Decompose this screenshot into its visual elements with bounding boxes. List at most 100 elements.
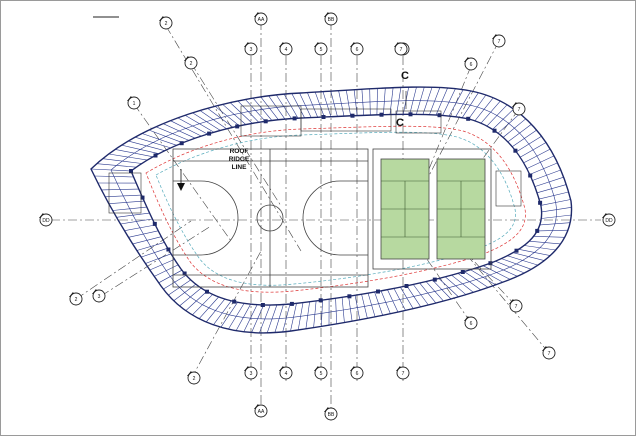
court-outline bbox=[172, 148, 369, 288]
grid-bubble-label: 2 bbox=[190, 61, 193, 67]
room-block-east bbox=[495, 170, 522, 207]
roof-ridge-label-3: LINE bbox=[232, 164, 247, 171]
building-outer-shell bbox=[90, 86, 573, 334]
sports-court bbox=[172, 148, 369, 288]
grid-bubble-circle bbox=[254, 404, 268, 418]
grid-bubble-radial: 6 bbox=[464, 316, 478, 330]
grid-bubble-label: 7 bbox=[548, 351, 551, 357]
court-center-circle bbox=[256, 204, 284, 232]
grid-bubble-label: 7 bbox=[498, 39, 501, 45]
grid-bubble-radial: 7 bbox=[492, 34, 506, 48]
grid-bubble-bottom-extra: BB bbox=[324, 407, 338, 421]
tennis-courts bbox=[372, 148, 492, 270]
grid-bubble-top-extra: AA bbox=[254, 12, 268, 26]
grid-bubble-circle bbox=[159, 16, 173, 30]
court-key-left bbox=[173, 180, 239, 256]
grid-bubble-top: 6 bbox=[350, 42, 364, 56]
grid-bubble-label: 4 bbox=[285, 47, 288, 53]
grid-bubble-circle bbox=[254, 12, 268, 26]
grid-bubble-circle bbox=[314, 366, 328, 380]
grid-bubble-bottom: 3 bbox=[244, 366, 258, 380]
grid-bubble-bottom-extra: AA bbox=[254, 404, 268, 418]
grid-bubble-label: 7 bbox=[515, 304, 518, 310]
ridge-arrow-head bbox=[177, 183, 185, 191]
grid-bubble-label: 6 bbox=[470, 321, 473, 327]
truss-mid-ring bbox=[110, 100, 557, 320]
grid-bubble-radial: 7 bbox=[542, 346, 556, 360]
grid-bubble-circle bbox=[602, 213, 616, 227]
grid-bubble-label: DD bbox=[605, 218, 613, 224]
grid-bubble-left: DD bbox=[39, 213, 53, 227]
grid-bubble-circle bbox=[39, 213, 53, 227]
grid-bubble-label: 6 bbox=[356, 47, 359, 53]
grid-bubble-circle bbox=[314, 42, 328, 56]
tennis-area bbox=[372, 148, 492, 270]
grid-bubble-radial: 2 bbox=[159, 16, 173, 30]
radial-grid-b bbox=[190, 62, 282, 207]
grid-bubble-radial: 3 bbox=[92, 289, 106, 303]
grid-bubble-radial: 7 bbox=[394, 42, 408, 56]
grid-bubble-circle bbox=[279, 42, 293, 56]
section-marker-c-top: C bbox=[401, 70, 409, 82]
room-block-b bbox=[300, 108, 392, 132]
grid-bubble-radial: 2 bbox=[184, 56, 198, 70]
section-markers: C C bbox=[396, 70, 409, 129]
grid-bubble-radial: 1 bbox=[127, 96, 141, 110]
grid-bubble-circle bbox=[350, 366, 364, 380]
roof-ridge-label-1: ROOF bbox=[230, 148, 249, 155]
grid-bubble-circle bbox=[279, 366, 293, 380]
grid-bubble-circle bbox=[69, 292, 83, 306]
grid-bubble-circle bbox=[464, 316, 478, 330]
grid-bubble-label: 7 bbox=[400, 47, 403, 53]
grid-bubble-radial: 6 bbox=[464, 57, 478, 71]
grid-bubble-top: 3 bbox=[244, 42, 258, 56]
grid-bubble-circle bbox=[492, 34, 506, 48]
grid-bubble-label: 3 bbox=[98, 294, 101, 300]
grid-bubble-circle bbox=[244, 366, 258, 380]
grid-bubble-label: 7 bbox=[518, 107, 521, 113]
grid-bubbles: 3456734567AABBAABBDDDD2217767232677 bbox=[39, 12, 616, 421]
grid-bubble-bottom: 6 bbox=[350, 366, 364, 380]
grid-bubble-right: DD bbox=[602, 213, 616, 227]
grid-bubble-label: 5 bbox=[320, 371, 323, 377]
grid-bubble-circle bbox=[542, 346, 556, 360]
radial-grid-g bbox=[75, 220, 192, 300]
vertical-gridlines bbox=[250, 21, 404, 411]
grid-bubble-label: 3 bbox=[250, 371, 253, 377]
grid-bubble-circle bbox=[350, 42, 364, 56]
grid-bubble-label: 1 bbox=[133, 101, 136, 107]
grid-bubble-circle bbox=[127, 96, 141, 110]
radial-grid-i bbox=[190, 250, 262, 380]
grid-bubble-label: 6 bbox=[470, 62, 473, 68]
grid-bubble-circle bbox=[244, 42, 258, 56]
grid-bubble-circle bbox=[324, 12, 338, 26]
room-block-west bbox=[108, 172, 142, 214]
grid-bubble-label: 2 bbox=[165, 21, 168, 27]
grid-bubble-radial: 2 bbox=[69, 292, 83, 306]
grid-bubble-label: 7 bbox=[402, 371, 405, 377]
grid-bubble-radial: 7 bbox=[512, 102, 526, 116]
grid-bubble-bottom: 7 bbox=[396, 366, 410, 380]
grid-bubble-label: 2 bbox=[193, 376, 196, 382]
radial-grid-h bbox=[100, 225, 212, 297]
roof-truss-lattice bbox=[90, 87, 572, 333]
radial-grid-c bbox=[133, 103, 232, 242]
grid-bubble-label: 4 bbox=[285, 371, 288, 377]
grid-bubble-label: 5 bbox=[320, 47, 323, 53]
grid-bubble-label: AA bbox=[258, 409, 265, 415]
grid-bubble-label: 3 bbox=[250, 47, 253, 53]
grid-bubble-circle bbox=[324, 407, 338, 421]
radial-grid-a bbox=[165, 25, 302, 252]
grid-bubble-radial: 7 bbox=[509, 299, 523, 313]
grid-bubble-label: AA bbox=[258, 17, 265, 23]
service-rooms bbox=[108, 105, 522, 214]
roof-ridge-annotation: ROOF RIDGE LINE bbox=[177, 148, 250, 191]
grid-bubble-top-extra: BB bbox=[324, 12, 338, 26]
grid-bubble-top: 5 bbox=[314, 42, 328, 56]
grid-bubble-label: 6 bbox=[356, 371, 359, 377]
grid-bubble-top: 4 bbox=[279, 42, 293, 56]
section-marker-c-mid: C bbox=[396, 117, 404, 129]
grid-bubble-bottom: 4 bbox=[279, 366, 293, 380]
